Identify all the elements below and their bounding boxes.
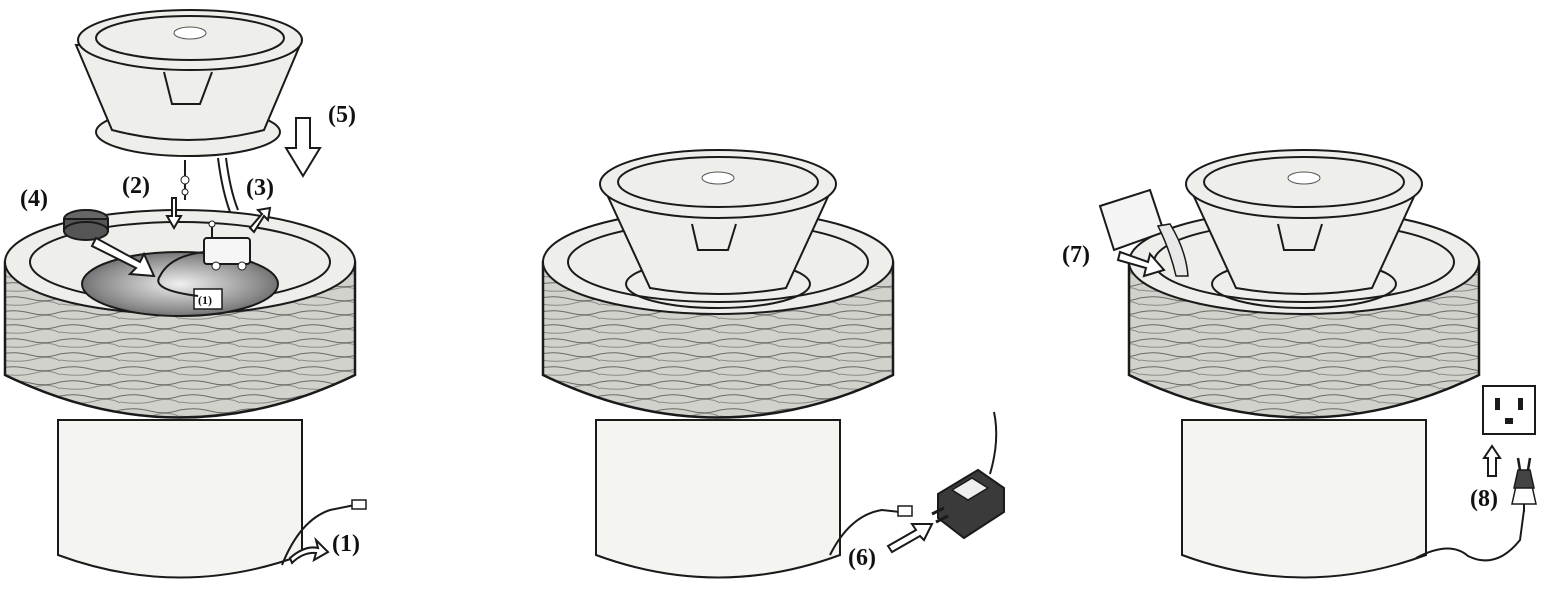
- power-cord-3: [1416, 510, 1524, 560]
- top-bowl-1: [76, 10, 302, 156]
- fountain-3: (7) (8): [1062, 150, 1536, 578]
- label-step-1-inner: (1): [198, 293, 212, 307]
- hose: [218, 158, 230, 212]
- arrow-6: [888, 524, 932, 552]
- label-step-2: (2): [122, 173, 150, 199]
- weight-puck: [64, 210, 108, 240]
- arrow-8: [1484, 446, 1500, 476]
- label-step-5: (5): [328, 102, 356, 128]
- label-step-6: (6): [848, 545, 876, 571]
- cord-plug-1: [352, 500, 366, 509]
- label-step-1: (1): [332, 531, 360, 557]
- pedestal-base-3: [1182, 420, 1426, 578]
- label-step-4: (4): [20, 186, 48, 212]
- label-step-7: (7): [1062, 242, 1090, 268]
- wall-plug: [1512, 458, 1536, 512]
- fountain-1: (1) (1) (4) (2) (3): [5, 10, 366, 578]
- transformer: [932, 412, 1004, 538]
- arrow-5: [286, 118, 320, 176]
- label-step-8: (8): [1470, 486, 1498, 512]
- pedestal-base-1: [58, 420, 302, 578]
- cord-plug-2: [898, 506, 912, 516]
- label-step-3: (3): [246, 175, 274, 201]
- fountain-2: (6): [543, 150, 1004, 578]
- pedestal-base-2: [596, 420, 840, 578]
- wall-outlet-icon: [1483, 386, 1535, 434]
